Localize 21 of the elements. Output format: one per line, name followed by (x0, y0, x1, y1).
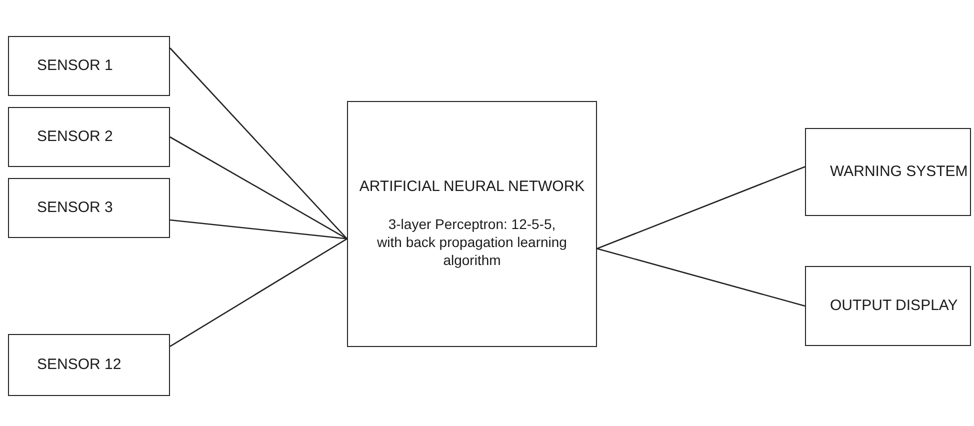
box-title: WARNING SYSTEM (830, 162, 968, 182)
connector-line (596, 166, 806, 250)
box-title: SENSOR 2 (37, 128, 113, 146)
connector-line (170, 219, 348, 240)
connector-line (596, 248, 806, 307)
box-title: ARTIFICIAL NEURAL NETWORK (359, 178, 585, 198)
connector-line (170, 238, 348, 347)
box-title: SENSOR 1 (37, 56, 113, 76)
process-box (8, 334, 170, 396)
process-box (805, 266, 971, 346)
connector-line (170, 136, 348, 240)
process-box (8, 107, 170, 167)
process-box (805, 128, 971, 216)
box-title: SENSOR 3 (37, 198, 113, 218)
network-box (347, 101, 597, 347)
box-title: OUTPUT DISPLAY (830, 296, 958, 316)
connector-line (170, 48, 348, 240)
box-description: 3-layer Perceptron: 12-5-5, with back propagation learning algorithm (377, 215, 567, 270)
process-box (8, 36, 170, 96)
box-title: SENSOR 12 (37, 356, 122, 374)
process-box (8, 178, 170, 238)
